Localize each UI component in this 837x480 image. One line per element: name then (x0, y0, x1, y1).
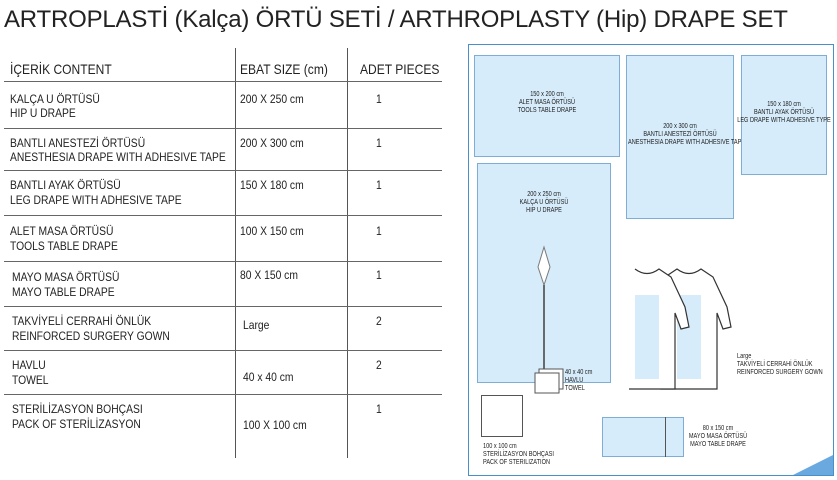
gown-icon (629, 268, 732, 390)
mayo-name-tr: MAYO MASA ÖRTÜSÜ (688, 433, 748, 440)
row-divider (4, 170, 442, 171)
row-5-name-en: MAYO TABLE DRAPE (12, 285, 115, 299)
row-divider (4, 350, 442, 351)
header-pieces: ADET PIECES (360, 61, 440, 77)
row-5-size: 80 X 150 cm (240, 268, 298, 282)
row-8-name-en: PACK OF STERİLİZASYON (12, 417, 141, 431)
sterilization-pack (481, 395, 523, 437)
mayo-table-drape (602, 417, 684, 457)
row-divider (4, 394, 442, 395)
row-divider (4, 81, 442, 82)
row-6-name-en: REINFORCED SURGERY GOWN (12, 329, 170, 343)
tools-table-drape (474, 55, 620, 157)
row-7-pieces: 2 (376, 358, 382, 372)
row-6-name-tr: TAKVİYELİ CERRAHİ ÖNLÜK (12, 314, 152, 328)
drape-set-diagram: 150 x 200 cm ALET MASA ÖRTÜSÜ TOOLS TABL… (468, 44, 834, 476)
row-divider (4, 261, 442, 262)
leg-name-en: LEG DRAPE WITH ADHESIVE TYPE (737, 117, 831, 124)
hip-size: 200 x 250 cm (527, 191, 561, 198)
leg-name-tr: BANTLI AYAK ÖRTÜSÜ (753, 109, 815, 116)
row-divider (4, 215, 442, 216)
mayo-size: 80 x 150 cm (702, 425, 734, 432)
pack-name-tr: STERİLİZASYON BOHÇASI (483, 451, 554, 458)
column-divider (347, 48, 348, 458)
row-2-name-en: ANESTHESIA DRAPE WITH ADHESIVE TAPE (10, 150, 226, 164)
row-4-size: 100 X 150 cm (240, 224, 304, 238)
row-1-pieces: 1 (376, 92, 382, 106)
row-2-name-tr: BANTLI ANESTEZİ ÖRTÜSÜ (10, 136, 146, 150)
row-3-pieces: 1 (376, 178, 382, 192)
towel-label: 40 x 40 cm HAVLU TOWEL (565, 369, 592, 393)
anesthesia-drape (626, 55, 734, 219)
header-content: İÇERİK CONTENT (10, 61, 112, 77)
hip-label: 200 x 250 cm KALÇA U ÖRTÜSÜ HIP U DRAPE (504, 191, 584, 215)
row-1-size: 200 X 250 cm (240, 92, 304, 106)
row-2-pieces: 1 (376, 136, 382, 150)
pack-name-en: PACK OF STERILIZATION (483, 459, 551, 466)
mayo-fold-line (665, 417, 666, 457)
row-3-name-tr: BANTLI AYAK ÖRTÜSÜ (10, 178, 121, 192)
row-4-pieces: 1 (376, 224, 382, 238)
row-4-name-tr: ALET MASA ÖRTÜSÜ (10, 224, 114, 238)
mayo-name-en: MAYO TABLE DRAPE (690, 441, 746, 448)
towel-name-en: TOWEL (565, 385, 585, 392)
leg-label: 150 x 180 cm BANTLI AYAK ÖRTÜSÜ LEG DRAP… (736, 101, 832, 125)
hip-name-tr: KALÇA U ÖRTÜSÜ (519, 199, 569, 206)
towel-size: 40 x 40 cm (565, 369, 593, 376)
row-1-name-en: HIP U DRAPE (10, 106, 76, 120)
row-8-name-tr: STERİLİZASYON BOHÇASI (12, 402, 143, 416)
row-3-name-en: LEG DRAPE WITH ADHESIVE TAPE (10, 193, 182, 207)
gown-name-tr: TAKVİYELİ CERRAHİ ÖNLÜK (737, 361, 813, 368)
corner-accent (793, 455, 833, 475)
gown-name-en: REINFORCED SURGERY GOWN (737, 369, 823, 376)
gown-size: Large (737, 353, 752, 360)
anesthesia-name-en: ANESTHESIA DRAPE WITH ADHESIVE TAPE (628, 139, 746, 146)
gown-label: Large TAKVİYELİ CERRAHİ ÖNLÜK REINFORCED… (737, 353, 823, 377)
contents-table: İÇERİK CONTENT EBAT SIZE (cm) ADET PIECE… (0, 48, 460, 468)
row-divider (4, 128, 442, 129)
pack-label: 100 x 100 cm STERİLİZASYON BOHÇASI PACK … (483, 443, 554, 467)
tools-size: 150 x 200 cm (530, 91, 564, 98)
row-divider (4, 306, 442, 307)
row-3-size: 150 X 180 cm (240, 178, 304, 192)
row-6-pieces: 2 (376, 314, 382, 328)
header-size: EBAT SIZE (cm) (240, 61, 328, 77)
tools-table-label: 150 x 200 cm ALET MASA ÖRTÜSÜ TOOLS TABL… (507, 91, 587, 115)
tools-name-en: TOOLS TABLE DRAPE (517, 107, 577, 114)
anesthesia-label: 200 x 300 cm BANTLI ANESTEZİ ÖRTÜSÜ ANES… (628, 123, 746, 147)
anesthesia-name-tr: BANTLI ANESTEZİ ÖRTÜSÜ (643, 131, 717, 138)
row-4-name-en: TOOLS TABLE DRAPE (10, 239, 118, 253)
u-slit-icon (537, 245, 551, 371)
row-5-pieces: 1 (376, 268, 382, 282)
towel-icon (534, 368, 564, 394)
towel-name-tr: HAVLU (565, 377, 584, 384)
pack-size: 100 x 100 cm (483, 443, 517, 450)
page-title: ARTROPLASTİ (Kalça) ÖRTÜ SETİ / ARTHROPL… (4, 6, 788, 33)
tools-name-tr: ALET MASA ÖRTÜSÜ (518, 99, 576, 106)
anesthesia-size: 200 x 300 cm (663, 123, 697, 130)
row-7-name-tr: HAVLU (12, 358, 46, 372)
hip-name-en: HIP U DRAPE (526, 207, 562, 214)
row-6-size: Large (243, 318, 270, 332)
leg-size: 150 x 180 cm (767, 101, 801, 108)
mayo-label: 80 x 150 cm MAYO MASA ÖRTÜSÜ MAYO TABLE … (688, 425, 747, 449)
row-5-name-tr: MAYO MASA ÖRTÜSÜ (12, 270, 120, 284)
row-1-name-tr: KALÇA U ÖRTÜSÜ (10, 92, 100, 106)
row-7-size: 40 x 40 cm (243, 370, 294, 384)
leg-drape (741, 55, 827, 175)
row-8-pieces: 1 (376, 402, 382, 416)
row-7-name-en: TOWEL (12, 373, 49, 387)
row-8-size: 100 X 100 cm (243, 418, 307, 432)
column-divider (235, 48, 236, 458)
row-2-size: 200 X 300 cm (240, 136, 304, 150)
